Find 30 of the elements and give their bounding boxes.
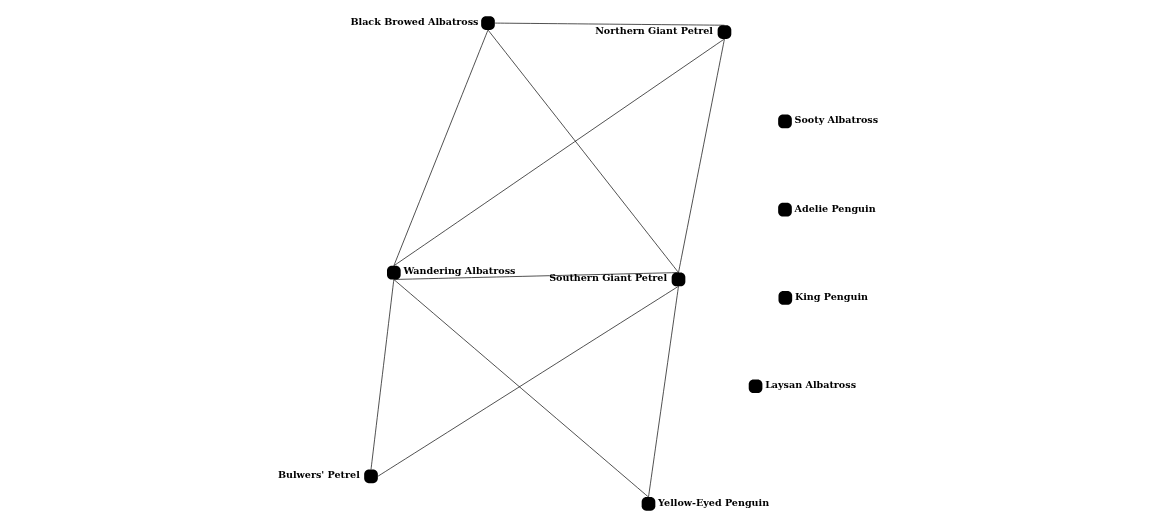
connector xyxy=(393,279,649,498)
node-circle xyxy=(481,16,495,30)
connector xyxy=(393,29,489,267)
node-circle xyxy=(364,469,378,484)
node-label: Adelie Penguin xyxy=(794,202,876,214)
connector xyxy=(393,272,679,280)
node-label: Yellow-Eyed Penguin xyxy=(658,496,770,508)
node-label: Bulwers' Petrel xyxy=(277,469,360,481)
node-label: Black Browed Albatross xyxy=(350,15,479,27)
node-circle xyxy=(641,497,656,511)
connector xyxy=(648,285,679,498)
node-label: Wandering Albatross xyxy=(403,265,516,277)
connector xyxy=(393,38,725,267)
node-label: Laysan Albatross xyxy=(765,379,857,391)
node-circle xyxy=(778,202,792,217)
node-label: Southern Giant Petrel xyxy=(549,272,668,284)
node-label: Sooty Albatross xyxy=(794,114,879,126)
connector xyxy=(678,38,725,273)
node-label: King Penguin xyxy=(794,290,869,302)
node-circle xyxy=(748,379,763,394)
node-circle xyxy=(717,25,732,39)
connector xyxy=(487,29,679,273)
node-circle xyxy=(387,265,401,280)
node-label: Northern Giant Petrel xyxy=(595,24,713,36)
node-circle xyxy=(671,272,686,287)
connector xyxy=(494,22,725,26)
connector xyxy=(370,279,395,470)
connector xyxy=(377,285,679,477)
node-circle xyxy=(778,291,793,305)
node-circle xyxy=(778,114,792,129)
